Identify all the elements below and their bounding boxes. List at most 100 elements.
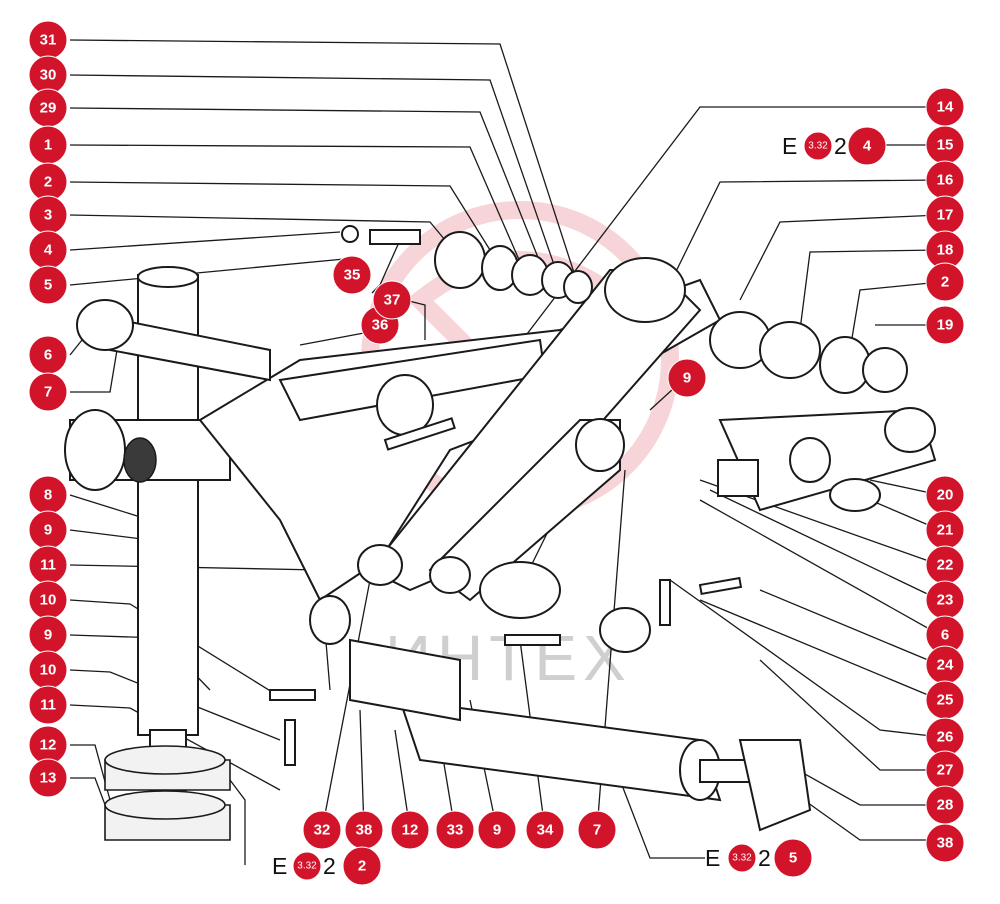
callout-15: 15 xyxy=(925,125,965,165)
svg-text:36: 36 xyxy=(372,317,389,334)
svg-text:3: 3 xyxy=(44,207,52,224)
inline-callouts: 35 36 37 xyxy=(332,255,412,345)
svg-text:25: 25 xyxy=(937,692,954,709)
reference-bottom-left: E 3.32 2 2 xyxy=(272,846,382,886)
callout-20: 20 xyxy=(925,475,965,515)
svg-text:17: 17 xyxy=(937,207,954,224)
callout-28: 28 xyxy=(925,785,965,825)
svg-text:38: 38 xyxy=(356,822,373,839)
callout-7: 7 xyxy=(28,372,68,412)
callout-21: 21 xyxy=(925,510,965,550)
svg-text:5: 5 xyxy=(789,850,797,867)
svg-text:38: 38 xyxy=(937,835,954,852)
callout-37: 37 xyxy=(372,280,412,320)
svg-text:15: 15 xyxy=(937,137,954,154)
callout-19: 19 xyxy=(925,305,965,345)
bottom-callouts: 32 38 12 33 9 34 7 xyxy=(302,810,617,850)
callout-38: 38 xyxy=(344,810,384,850)
svg-text:10: 10 xyxy=(40,662,57,679)
svg-text:4: 4 xyxy=(44,242,53,259)
callout-12: 12 xyxy=(28,725,68,765)
callout-24: 24 xyxy=(925,645,965,685)
svg-text:27: 27 xyxy=(937,762,954,779)
svg-text:4: 4 xyxy=(863,138,872,155)
callout-8: 8 xyxy=(28,475,68,515)
svg-text:7: 7 xyxy=(593,822,601,839)
svg-text:2: 2 xyxy=(323,853,336,879)
svg-text:35: 35 xyxy=(344,267,361,284)
svg-text:12: 12 xyxy=(40,737,57,754)
callout-11b: 11 xyxy=(28,685,68,725)
callout-7-bottom: 7 xyxy=(577,810,617,850)
parts-art xyxy=(64,225,937,841)
callout-30: 30 xyxy=(28,55,68,95)
svg-text:37: 37 xyxy=(384,292,401,309)
svg-text:5: 5 xyxy=(44,277,52,294)
svg-text:31: 31 xyxy=(40,32,57,49)
callout-31: 31 xyxy=(28,20,68,60)
svg-text:9: 9 xyxy=(683,370,691,387)
left-callouts: 31 30 29 1 2 3 4 5 6 7 8 9 11 10 9 10 11… xyxy=(28,20,68,798)
svg-text:3.32: 3.32 xyxy=(808,141,828,152)
callout-2-right: 2 xyxy=(925,262,965,302)
svg-text:7: 7 xyxy=(44,384,52,401)
svg-text:3.32: 3.32 xyxy=(297,861,317,872)
svg-text:E: E xyxy=(272,853,287,879)
callout-2: 2 xyxy=(28,162,68,202)
svg-text:13: 13 xyxy=(40,770,57,787)
svg-text:1: 1 xyxy=(44,137,52,154)
svg-text:24: 24 xyxy=(937,657,954,674)
callout-10: 10 xyxy=(28,580,68,620)
svg-text:23: 23 xyxy=(937,592,954,609)
svg-text:29: 29 xyxy=(40,100,57,117)
callout-38-right: 38 xyxy=(925,823,965,863)
callout-3: 3 xyxy=(28,195,68,235)
svg-text:32: 32 xyxy=(314,822,331,839)
svg-text:6: 6 xyxy=(941,627,949,644)
callout-1: 1 xyxy=(28,125,68,165)
callout-9b: 9 xyxy=(28,615,68,655)
svg-text:19: 19 xyxy=(937,317,954,334)
callout-32: 32 xyxy=(302,810,342,850)
callout-22: 22 xyxy=(925,545,965,585)
callout-13: 13 xyxy=(28,758,68,798)
svg-text:9: 9 xyxy=(44,627,52,644)
svg-text:2: 2 xyxy=(44,174,52,191)
callout-18: 18 xyxy=(925,230,965,270)
svg-text:2: 2 xyxy=(758,845,771,871)
svg-text:21: 21 xyxy=(937,522,954,539)
callout-25: 25 xyxy=(925,680,965,720)
svg-text:20: 20 xyxy=(937,487,954,504)
svg-text:11: 11 xyxy=(40,557,56,574)
callout-17: 17 xyxy=(925,195,965,235)
svg-text:33: 33 xyxy=(447,822,464,839)
svg-text:E: E xyxy=(782,133,797,159)
callout-10b: 10 xyxy=(28,650,68,690)
svg-text:30: 30 xyxy=(40,67,57,84)
svg-text:26: 26 xyxy=(937,729,954,746)
reference-top-right: E 3.32 2 4 xyxy=(782,126,887,166)
svg-text:6: 6 xyxy=(44,347,52,364)
svg-text:2: 2 xyxy=(941,274,949,291)
callout-14: 14 xyxy=(925,87,965,127)
svg-text:9: 9 xyxy=(493,822,501,839)
svg-text:18: 18 xyxy=(937,242,954,259)
svg-text:14: 14 xyxy=(937,99,954,116)
right-callouts: 14 15 16 17 18 2 19 9 20 21 22 23 6 24 2… xyxy=(667,87,965,863)
svg-text:8: 8 xyxy=(44,487,52,504)
callout-12-bottom: 12 xyxy=(390,810,430,850)
callout-9: 9 xyxy=(28,510,68,550)
callout-27: 27 xyxy=(925,750,965,790)
svg-text:11: 11 xyxy=(40,697,56,714)
svg-text:34: 34 xyxy=(537,822,554,839)
callout-9-inline: 9 xyxy=(667,358,707,398)
callout-33: 33 xyxy=(435,810,475,850)
svg-text:2: 2 xyxy=(834,133,847,159)
callout-35: 35 xyxy=(332,255,372,295)
svg-text:12: 12 xyxy=(402,822,419,839)
reference-bottom-right: E 3.32 2 5 xyxy=(705,838,813,878)
svg-text:9: 9 xyxy=(44,522,52,539)
svg-text:28: 28 xyxy=(937,797,954,814)
callout-6: 6 xyxy=(28,335,68,375)
